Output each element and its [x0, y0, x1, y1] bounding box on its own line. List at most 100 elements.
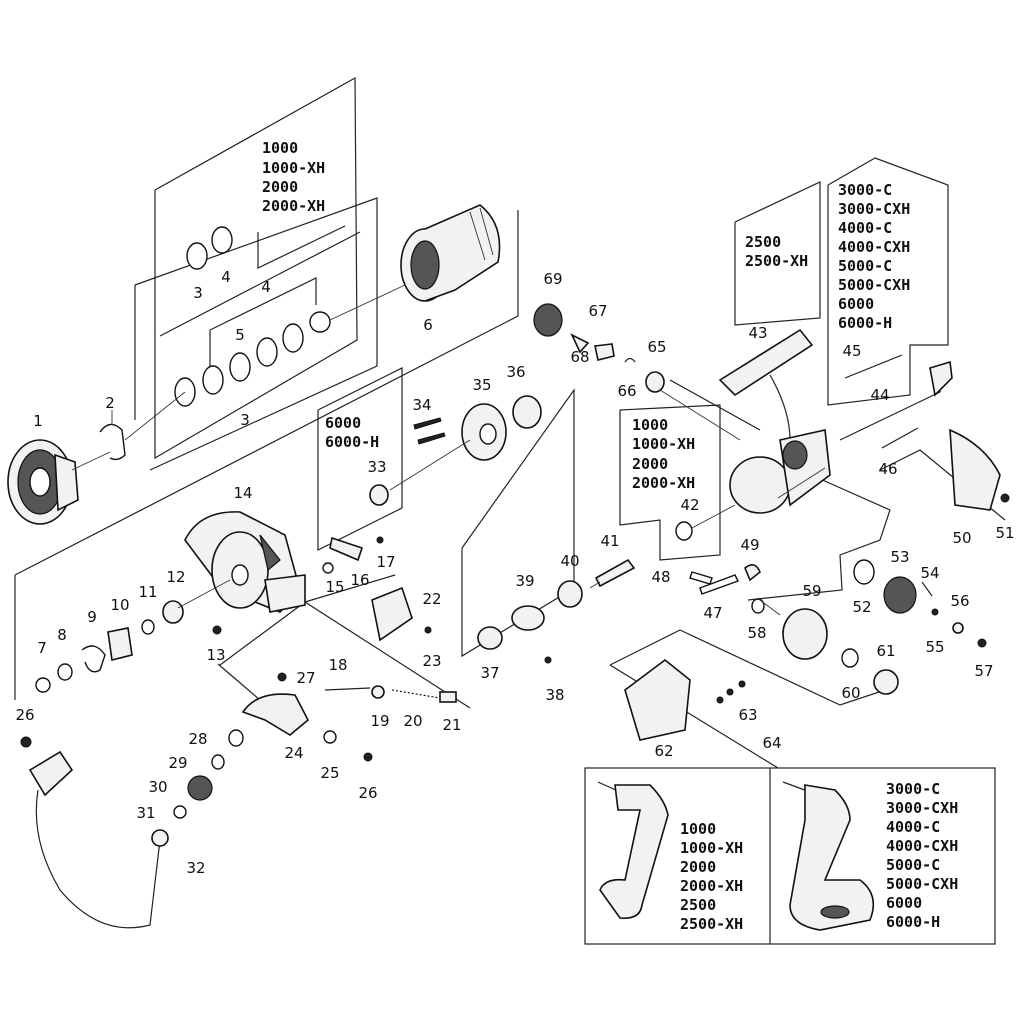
part-number-label: 44 — [870, 386, 889, 404]
screw-part — [716, 696, 724, 704]
screw-part — [363, 752, 373, 762]
part-number-label: 68 — [570, 348, 589, 366]
part-number-label: 47 — [703, 604, 722, 622]
svg-text:1000: 1000 — [632, 416, 668, 434]
washer-part — [841, 648, 859, 668]
part-number-label: 59 — [802, 582, 821, 600]
part-number-label: 54 — [920, 564, 939, 582]
washer-part — [173, 805, 187, 819]
part-number-label: 4 — [261, 278, 271, 296]
part-number-label: 64 — [762, 734, 781, 752]
spool-part — [400, 204, 501, 302]
drive-gear-part — [883, 576, 917, 614]
part-number-label: 66 — [617, 382, 636, 400]
bearing-part — [369, 484, 389, 506]
part-number-label: 51 — [995, 524, 1014, 542]
washer-part — [675, 521, 693, 541]
svg-text:1000-XH: 1000-XH — [262, 159, 325, 177]
part-number-label: 43 — [748, 324, 767, 342]
plate-part — [107, 627, 133, 661]
part-number-label: 26 — [358, 784, 377, 802]
part-number-label: 5 — [235, 326, 245, 344]
part-number-label: 22 — [422, 590, 441, 608]
leader-lines — [71, 284, 826, 616]
svg-text:5000-C: 5000-C — [838, 257, 892, 275]
svg-text:5000-CXH: 5000-CXH — [838, 276, 910, 294]
bail-wire-part — [28, 750, 169, 929]
bushing-part — [512, 395, 542, 429]
part-number-label: 11 — [138, 583, 157, 601]
part-number-label: 3 — [193, 284, 203, 302]
washer-part — [952, 622, 964, 634]
part-number-label: 29 — [168, 754, 187, 772]
screw-part — [738, 680, 746, 688]
side-cover-part — [949, 428, 1001, 511]
rotor-part — [184, 511, 306, 613]
bearing-part — [645, 371, 665, 393]
part-number-label: 2 — [105, 394, 115, 412]
part-number-label: 50 — [952, 529, 971, 547]
svg-text:2000-XH: 2000-XH — [632, 474, 695, 492]
parts — [7, 204, 1010, 931]
part-number-label: 58 — [747, 624, 766, 642]
screw-part — [726, 688, 734, 696]
part-number-label: 61 — [876, 642, 895, 660]
part-number-label: 18 — [328, 656, 347, 674]
collar-part — [477, 626, 503, 650]
part-number-label: 17 — [376, 553, 395, 571]
svg-text:3000-C: 3000-C — [838, 181, 892, 199]
screw-part — [1000, 493, 1010, 503]
spool-small-models: 1000 1000-XH 2000 2000-XH — [262, 139, 325, 215]
svg-text:2500: 2500 — [680, 896, 716, 914]
washer-part — [57, 663, 73, 681]
screw-part — [977, 638, 987, 648]
svg-text:5000-C: 5000-C — [886, 856, 940, 874]
cap-part — [439, 691, 457, 703]
part-number-label: 40 — [560, 552, 579, 570]
screw-part — [417, 432, 446, 445]
pinion-part — [594, 558, 636, 588]
part-number-label: 10 — [110, 596, 129, 614]
svg-text:6000: 6000 — [838, 295, 874, 313]
part-number-label: 32 — [186, 859, 205, 877]
screw-part — [376, 536, 384, 544]
part-labels: 1 2 3 4 3 4 5 6 7 8 9 10 11 12 13 14 15 … — [15, 268, 1014, 877]
washer-part — [211, 226, 233, 254]
model-labels: 1000 1000-XH 2000 2000-XH 3000-C 3000-CX… — [262, 139, 958, 933]
part-number-label: 56 — [950, 592, 969, 610]
screw-part — [544, 656, 552, 664]
part-number-label: 62 — [654, 742, 673, 760]
part-number-label: 57 — [974, 662, 993, 680]
bearing-6000-models: 6000 6000-H — [325, 414, 379, 451]
handle-small-part — [597, 781, 669, 920]
part-number-label: 21 — [442, 716, 461, 734]
part-number-label: 15 — [325, 578, 344, 596]
svg-text:2000-XH: 2000-XH — [680, 877, 743, 895]
part-number-label: 46 — [878, 460, 897, 478]
svg-text:2000-XH: 2000-XH — [262, 197, 325, 215]
part-number-label: 27 — [296, 669, 315, 687]
spring-part — [391, 689, 441, 699]
part-number-label: 69 — [543, 270, 562, 288]
cover-plate-part — [461, 403, 507, 461]
drag-knob-part — [7, 439, 79, 525]
svg-text:6000: 6000 — [325, 414, 361, 432]
part-number-label: 48 — [651, 568, 670, 586]
screw-part — [277, 672, 287, 682]
part-number-label: 24 — [284, 744, 303, 762]
svg-text:3000-CXH: 3000-CXH — [886, 799, 958, 817]
bushing-part — [594, 343, 615, 361]
clip-part — [81, 645, 106, 673]
svg-text:2000: 2000 — [262, 178, 298, 196]
svg-text:1000: 1000 — [680, 820, 716, 838]
washer-part — [322, 562, 334, 574]
bracket-lines — [14, 76, 1006, 945]
part-number-label: 26 — [15, 706, 34, 724]
part-number-label: 13 — [206, 646, 225, 664]
part-number-label: 52 — [852, 598, 871, 616]
bearing-part — [557, 580, 583, 608]
part-number-label: 25 — [320, 764, 339, 782]
bearing-part — [873, 669, 899, 695]
gear-part — [511, 605, 545, 631]
